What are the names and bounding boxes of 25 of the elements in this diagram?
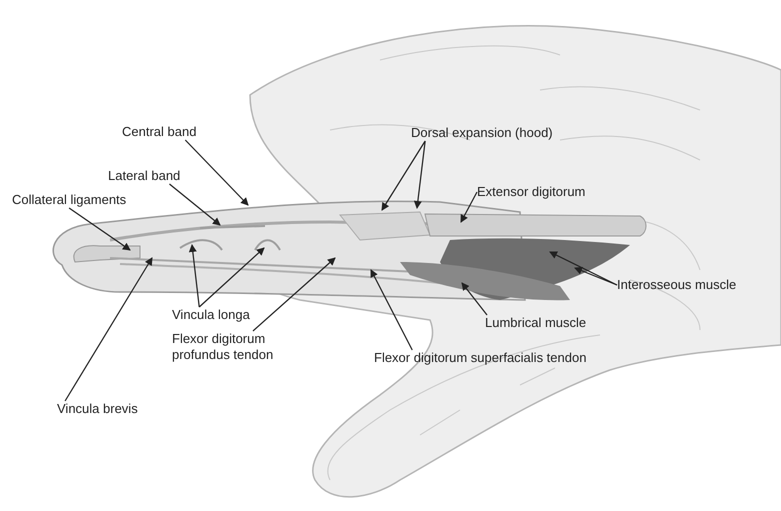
part-label: Collateral ligaments xyxy=(12,192,126,208)
leader-line xyxy=(460,192,478,223)
part-label: Flexor digitorum profundus tendon xyxy=(172,331,280,363)
part-label: Lateral band xyxy=(108,168,180,184)
part-label: Central band xyxy=(122,124,196,140)
part-label: Vincula brevis xyxy=(57,401,138,417)
leader-line xyxy=(68,208,131,251)
part-label: Interosseous muscle xyxy=(617,277,736,293)
leader-line xyxy=(549,251,618,286)
leader-line xyxy=(64,257,153,402)
part-label: Lumbrical muscle xyxy=(485,315,586,331)
leader-line xyxy=(574,266,618,286)
leader-line xyxy=(198,247,265,308)
leader-line xyxy=(252,257,336,332)
leader-line xyxy=(414,140,426,209)
part-label: Extensor digitorum xyxy=(477,184,586,200)
leader-line xyxy=(370,269,413,350)
leader-line xyxy=(381,140,426,211)
part-label: Vincula longa xyxy=(172,307,250,323)
leader-line xyxy=(188,244,200,308)
leader-line xyxy=(184,140,249,206)
part-label: Flexor digitorum superfacialis tendon xyxy=(374,350,586,366)
leader-line xyxy=(169,184,221,226)
leader-line xyxy=(461,282,488,316)
part-label: Dorsal expansion (hood) xyxy=(411,125,553,141)
